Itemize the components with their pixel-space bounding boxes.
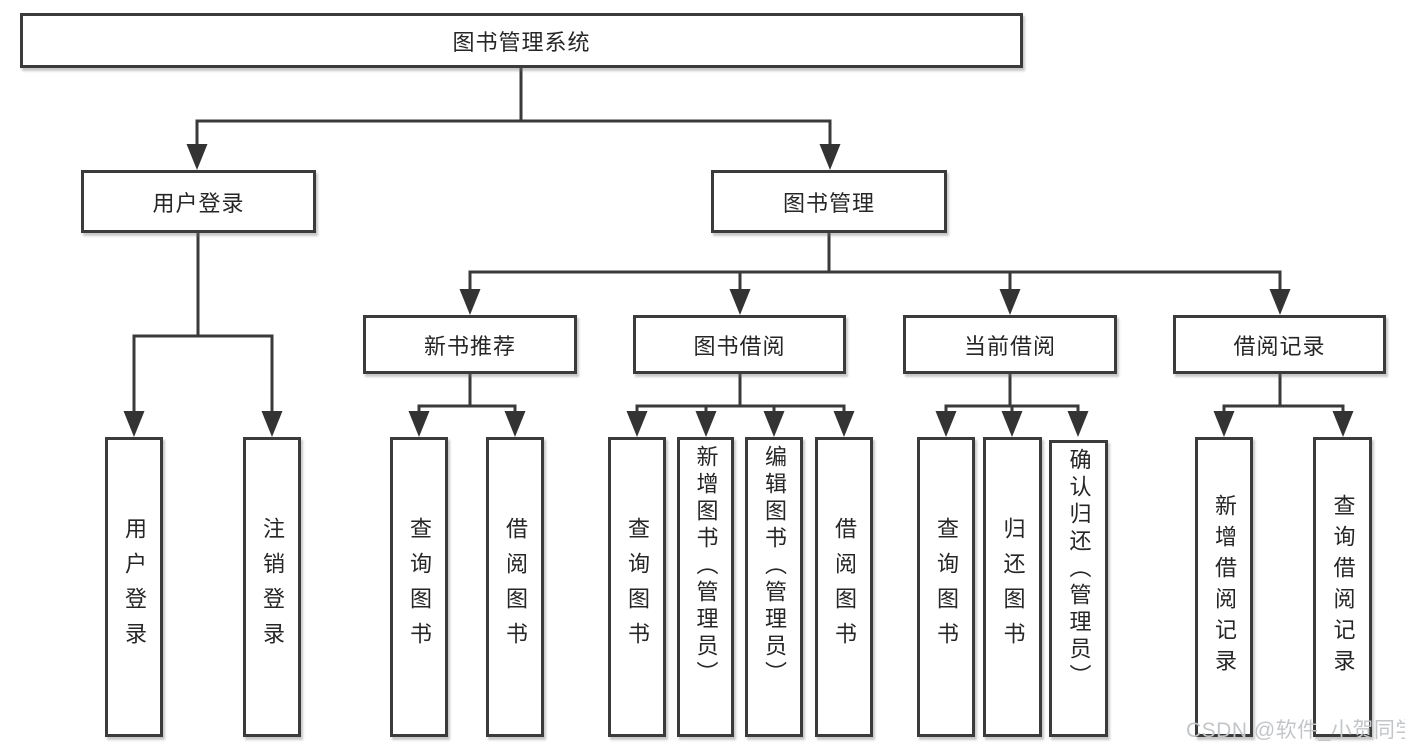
leaf-borrow-edit-book-admin: 编辑图书（管理员）: [745, 437, 803, 737]
arrow-down-icon: [763, 411, 785, 437]
arrow-down-icon: [186, 144, 208, 170]
csdn-watermark: CSDN @软件_小贺同学: [1186, 719, 1405, 742]
arrow-down-icon: [935, 411, 957, 437]
node-borrow-records: 借阅记录: [1173, 315, 1386, 374]
leaf-current-return-book: 归还图书: [983, 437, 1042, 737]
leaf-records-query-record: 查询借阅记录: [1313, 437, 1372, 737]
leaf-records-add-record: 新增借阅记录: [1195, 437, 1253, 737]
node-book-borrow: 图书借阅: [633, 315, 846, 374]
leaf-recommend-borrow-book: 借阅图书: [486, 437, 544, 737]
node-current-borrow: 当前借阅: [903, 315, 1117, 374]
node-root: 图书管理系统: [20, 13, 1023, 68]
leaf-recommend-query-book: 查询图书: [390, 437, 448, 737]
arrow-down-icon: [999, 289, 1021, 315]
arrow-down-icon: [459, 289, 481, 315]
leaf-borrow-borrow-book: 借阅图书: [815, 437, 873, 737]
node-book-management: 图书管理: [711, 170, 947, 233]
arrow-down-icon: [626, 411, 648, 437]
arrow-down-icon: [1269, 289, 1291, 315]
arrow-down-icon: [1067, 411, 1089, 437]
node-user-login: 用户登录: [81, 170, 316, 233]
leaf-borrow-add-book-admin: 新增图书（管理员）: [677, 437, 734, 737]
arrow-down-icon: [833, 411, 855, 437]
leaf-current-query-book: 查询图书: [917, 437, 975, 737]
arrow-down-icon: [123, 411, 145, 437]
arrow-down-icon: [408, 411, 430, 437]
leaf-current-confirm-return-admin: 确认归还（管理员）: [1049, 440, 1108, 737]
arrow-down-icon: [695, 411, 717, 437]
arrow-down-icon: [1001, 411, 1023, 437]
node-new-book-recommend: 新书推荐: [363, 315, 577, 374]
arrow-down-icon: [1332, 411, 1354, 437]
leaf-user-login: 用户登录: [105, 437, 163, 737]
arrow-down-icon: [729, 289, 751, 315]
leaf-borrow-query-book: 查询图书: [608, 437, 666, 737]
arrow-down-icon: [261, 411, 283, 437]
arrow-down-icon: [1213, 411, 1235, 437]
leaf-logout: 注销登录: [243, 437, 301, 737]
arrow-down-icon: [819, 144, 841, 170]
arrow-down-icon: [504, 411, 526, 437]
